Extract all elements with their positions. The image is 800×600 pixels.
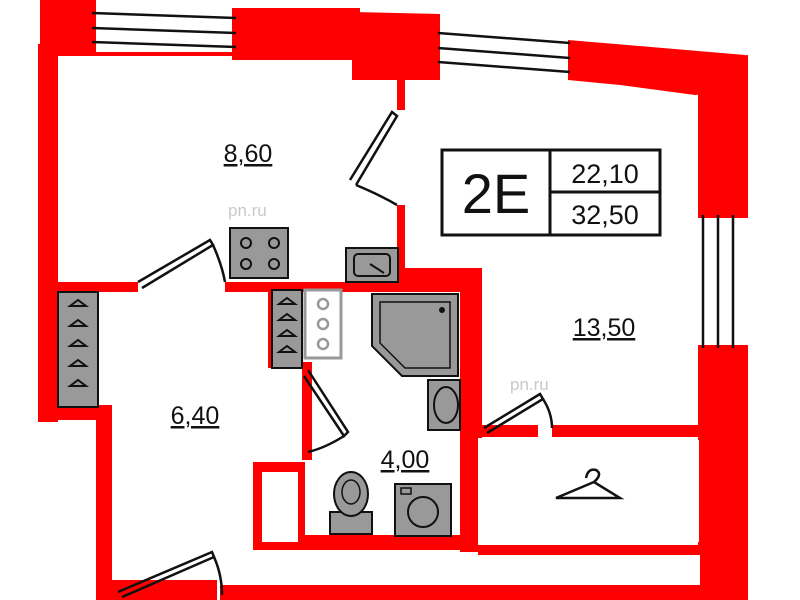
- window-line: [91, 40, 237, 49]
- wardrobe-body: [271, 289, 303, 369]
- area-badge: 2E 22,10 32,50: [440, 148, 662, 237]
- cabinet-icon: [303, 288, 343, 360]
- door-icon: [483, 392, 554, 435]
- door-leaf: [117, 550, 216, 599]
- wall-left: [38, 44, 58, 288]
- shower-icon: [371, 293, 459, 377]
- wall-right-top: [695, 55, 748, 218]
- burner: [240, 237, 252, 249]
- sink-tap: [369, 263, 385, 274]
- wall-left-bottom: [38, 405, 112, 600]
- wall-top-left: [40, 0, 96, 50]
- washer-button: [400, 487, 412, 495]
- floor-cutouts: [225, 440, 699, 585]
- wall-kitchen-living: [397, 80, 405, 110]
- wall-bottom-right-strip: [220, 585, 700, 600]
- wardrobe-icon: [271, 289, 303, 369]
- cabinet-knob: [316, 337, 330, 351]
- window-top-left: [91, 8, 237, 52]
- washbasin-bowl: [433, 386, 459, 424]
- wall-kitchen-bottom-left: [38, 282, 138, 292]
- small-room-floor: [262, 472, 298, 542]
- wall-living-bottom-right: [552, 425, 702, 437]
- hanger-body: [555, 480, 625, 500]
- wall-bath-right-lower: [460, 432, 478, 552]
- cabinet-body: [303, 288, 343, 360]
- toilet-seat: [341, 479, 361, 505]
- hanger-hook: [584, 468, 601, 483]
- wall-bath-right: [460, 268, 482, 438]
- door-swing: [541, 398, 554, 429]
- burner: [268, 258, 280, 270]
- wall-left-lower: [38, 282, 58, 422]
- window-frame: [698, 218, 748, 345]
- wall-bath-top: [395, 268, 480, 292]
- door-icon: [348, 110, 399, 207]
- sink-icon: [345, 247, 399, 283]
- door-swing: [307, 434, 345, 454]
- window-line: [437, 60, 571, 74]
- door-icon: [117, 550, 224, 599]
- washing-machine-icon: [394, 483, 452, 537]
- wall-bottom-bath: [253, 535, 478, 550]
- kitchen-area-label: 8,60: [224, 140, 273, 168]
- burner: [268, 237, 280, 249]
- burner: [240, 258, 252, 270]
- window-line: [437, 46, 571, 60]
- wardrobe-icon: [57, 291, 99, 408]
- cabinet-knob: [316, 317, 330, 331]
- walls: [38, 0, 748, 600]
- door-swing: [212, 556, 224, 596]
- cabinet-knob: [316, 297, 330, 311]
- windows: [91, 8, 748, 348]
- hall-bottom-floor: [225, 550, 453, 585]
- shower-inner: [379, 301, 451, 369]
- window-line: [437, 31, 571, 45]
- doors: [117, 110, 554, 599]
- washbasin-icon: [427, 379, 461, 431]
- window-right: [698, 215, 748, 348]
- window-line: [91, 11, 237, 20]
- living-area: 22,10: [571, 159, 639, 189]
- wall-right-corner: [700, 430, 748, 545]
- toilet-icon: [329, 471, 373, 535]
- wall-bottom-strip: [112, 580, 217, 600]
- living-room-area-label: 13,50: [573, 314, 636, 342]
- lower-right-floor: [484, 440, 699, 542]
- wall-bottom-corner: [478, 545, 703, 555]
- door-swing: [211, 244, 227, 283]
- window-top-right: [437, 14, 571, 80]
- wall-kitchen-bottom-right: [225, 282, 405, 292]
- wall-kitchen-living-lower: [397, 205, 405, 285]
- total-area: 32,50: [571, 200, 639, 230]
- door-swing: [355, 183, 398, 207]
- door-leaf: [137, 238, 215, 290]
- bathroom-area-label: 4,00: [381, 446, 430, 474]
- hanger: [276, 296, 298, 353]
- hanger-icon: [555, 468, 625, 500]
- door-icon: [302, 369, 350, 454]
- shower-drain: [439, 307, 445, 313]
- stove-icon: [229, 227, 289, 279]
- window-line: [91, 26, 237, 35]
- wall-bath-left-lower: [302, 440, 312, 460]
- wardrobe-body: [57, 291, 99, 408]
- watermark: pn.ru: [228, 201, 267, 220]
- hanger: [67, 298, 89, 387]
- door-leaf: [302, 369, 350, 438]
- stove-body: [229, 227, 289, 279]
- door-leaf: [348, 110, 399, 186]
- door-leaf: [483, 392, 545, 435]
- washer-drum: [407, 496, 439, 528]
- apartment-code: 2E: [462, 162, 531, 225]
- wall-bath-left: [302, 362, 312, 442]
- door-icon: [137, 238, 227, 290]
- hallway-area-label: 6,40: [171, 402, 220, 430]
- watermark: pn.ru: [510, 375, 549, 394]
